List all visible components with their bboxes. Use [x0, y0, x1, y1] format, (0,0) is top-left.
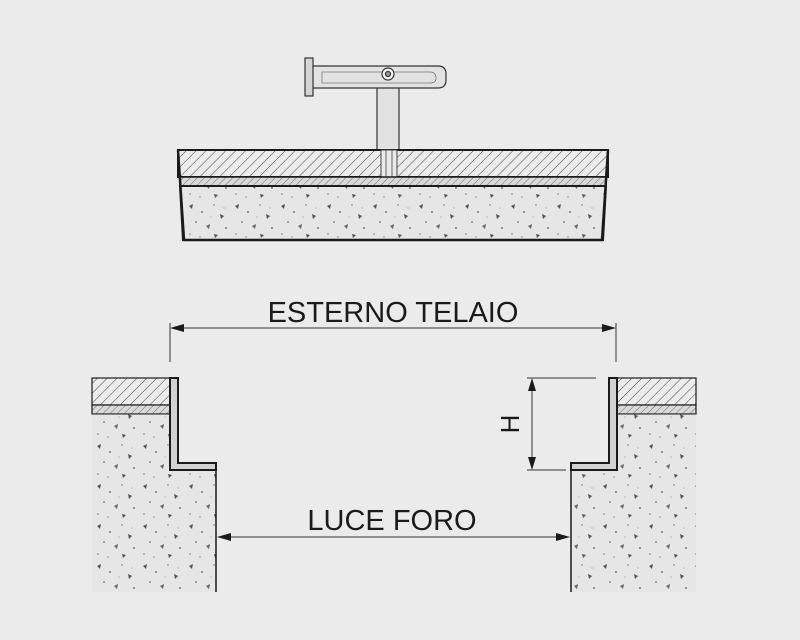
left-ground-section: [91, 377, 217, 592]
outer-frame-label: ESTERNO TELAIO: [268, 297, 519, 329]
height-label: H: [495, 415, 525, 434]
key-slot: [380, 149, 398, 178]
cover-inner-strip: [179, 176, 607, 187]
left-frame-profile: [169, 377, 217, 471]
dimension-opening: LUCE FORO: [217, 505, 570, 541]
cover-section: [176, 57, 610, 242]
cover-concrete-fill: [178, 185, 608, 241]
dimension-height: H: [495, 377, 596, 471]
dimension-outer-frame: ESTERNO TELAIO: [169, 297, 617, 362]
t-handle-lifting-key-icon: [304, 57, 447, 153]
opening-label: LUCE FORO: [307, 505, 476, 537]
right-ground-section: [570, 377, 697, 592]
right-frame-profile: [570, 377, 618, 471]
